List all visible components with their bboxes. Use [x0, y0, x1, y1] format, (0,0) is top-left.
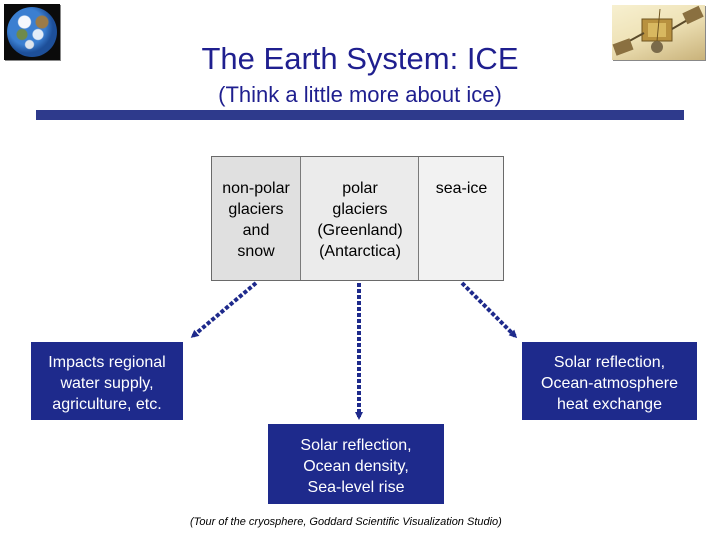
ice-cell-nonpolar — [211, 156, 301, 281]
title-divider — [36, 110, 684, 120]
ice-cell-seaice — [419, 156, 504, 281]
impact-box-heat-exchange: Solar reflection, Ocean-atmosphere heat … — [522, 342, 697, 420]
ice-label-sea-ice: sea-ice — [435, 180, 488, 197]
page-subtitle: (Think a little more about ice) — [218, 82, 502, 107]
source-credit: (Tour of the cryosphere, Goddard Scienti… — [190, 516, 502, 528]
impact-box-water-supply: Impacts regional water supply, agricultu… — [31, 342, 183, 420]
arrow-to-right-impact — [460, 281, 518, 339]
ice-label-nonpolar-glaciers: non-polar glaciers and snow — [222, 180, 290, 260]
satellite-illustration — [612, 5, 704, 56]
ice-cell-polar — [301, 156, 419, 281]
ice-box-border — [211, 156, 504, 281]
page-title: The Earth System: ICE — [201, 41, 519, 76]
impact-box-sea-level: Solar reflection, Ocean density, Sea-lev… — [268, 424, 444, 504]
satellite-image — [612, 5, 705, 60]
arrow-to-left-impact — [190, 281, 258, 338]
ice-label-polar-glaciers: polar glaciers (Greenland) (Antarctica) — [317, 180, 403, 260]
earth-globe-image — [7, 7, 57, 57]
